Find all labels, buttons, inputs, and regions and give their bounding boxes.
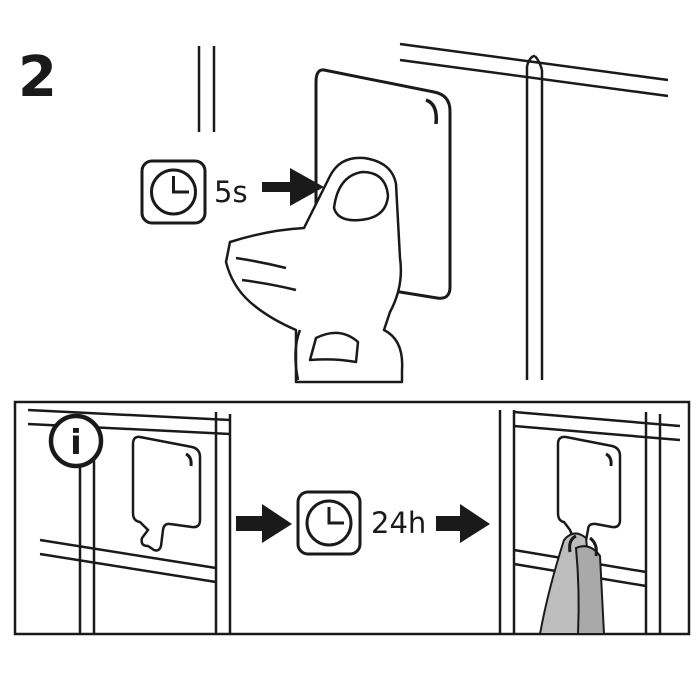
hole-icon (425, 98, 439, 125)
step-number: 2 (18, 45, 57, 110)
press-timer: 5s (140, 159, 324, 225)
towel (538, 532, 606, 635)
wall-tiles (197, 42, 669, 380)
clock-icon (140, 159, 207, 225)
hook-plate-left (131, 435, 202, 552)
press-duration: 5s (214, 175, 248, 209)
arrow-icon (236, 504, 292, 543)
hook-plate-right (556, 435, 622, 542)
info-panel: i 24h (13, 400, 691, 636)
top-panel: 2 5s (18, 42, 669, 384)
info-icon: i (48, 413, 104, 469)
thumb (224, 156, 404, 384)
arrow-icon (262, 168, 324, 206)
tiles-left (27, 408, 232, 634)
wait-duration: 24h (371, 506, 426, 540)
arrow-icon (436, 504, 490, 543)
svg-text:i: i (70, 423, 82, 463)
wait-clock-icon (296, 490, 362, 556)
